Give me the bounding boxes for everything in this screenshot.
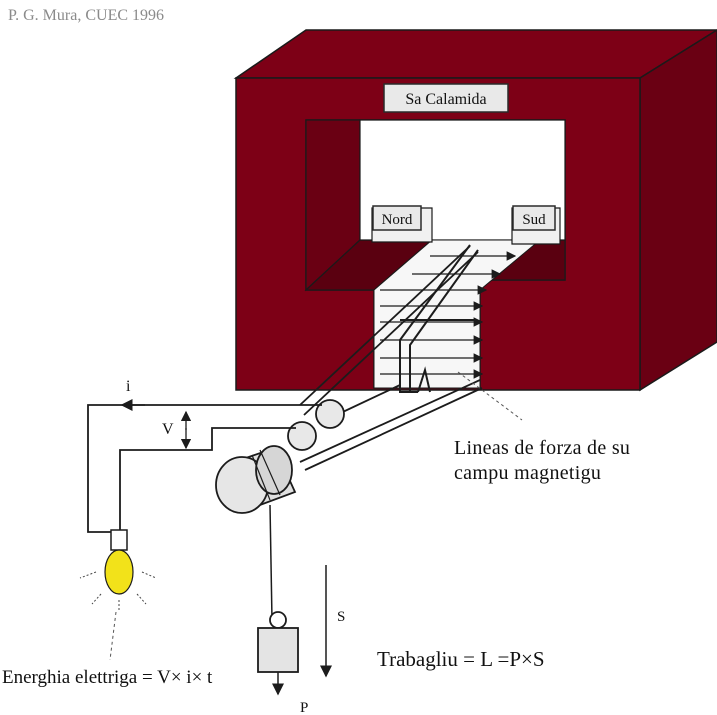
magnet-top-face [233, 29, 717, 79]
magnet-side-face [639, 29, 717, 392]
current-label: i [126, 378, 131, 395]
north-label: Nord [382, 212, 413, 228]
pulley-upper [315, 399, 345, 429]
winch-drum [215, 445, 297, 514]
field-lines-leader [457, 371, 523, 421]
pulley-lower [287, 421, 317, 451]
field-lines-label-line1: Lineas de forza de su [454, 437, 630, 459]
bulb [79, 529, 157, 612]
magnet [233, 29, 717, 392]
bulb-glass [104, 549, 134, 595]
weight-hook [269, 611, 287, 629]
field-lines-label-line2: campu magnetigu [454, 462, 601, 484]
credit-text: P. G. Mura, CUEC 1996 [8, 7, 164, 24]
south-label: Sud [522, 212, 546, 228]
energy-formula: Energhia elettriga = V× i× t [2, 667, 213, 688]
pulleys [287, 399, 345, 451]
rope [269, 504, 273, 621]
voltage-label: V [162, 421, 174, 438]
bulb-rays [79, 571, 157, 612]
shaft [299, 245, 483, 471]
weight [257, 611, 299, 673]
weight-block [257, 627, 299, 673]
south-label-box [512, 205, 556, 231]
bulb-leader [109, 611, 117, 661]
weight-label: P [300, 700, 308, 715]
bulb-socket [110, 529, 128, 551]
circuit-wires [87, 404, 322, 533]
work-formula: Trabagliu = L =P×S [377, 647, 545, 671]
displacement-label: S [337, 609, 345, 625]
magnet-label: Sa Calamida [405, 91, 486, 108]
north-label-box [372, 205, 422, 231]
magnet-label-box [383, 83, 509, 113]
